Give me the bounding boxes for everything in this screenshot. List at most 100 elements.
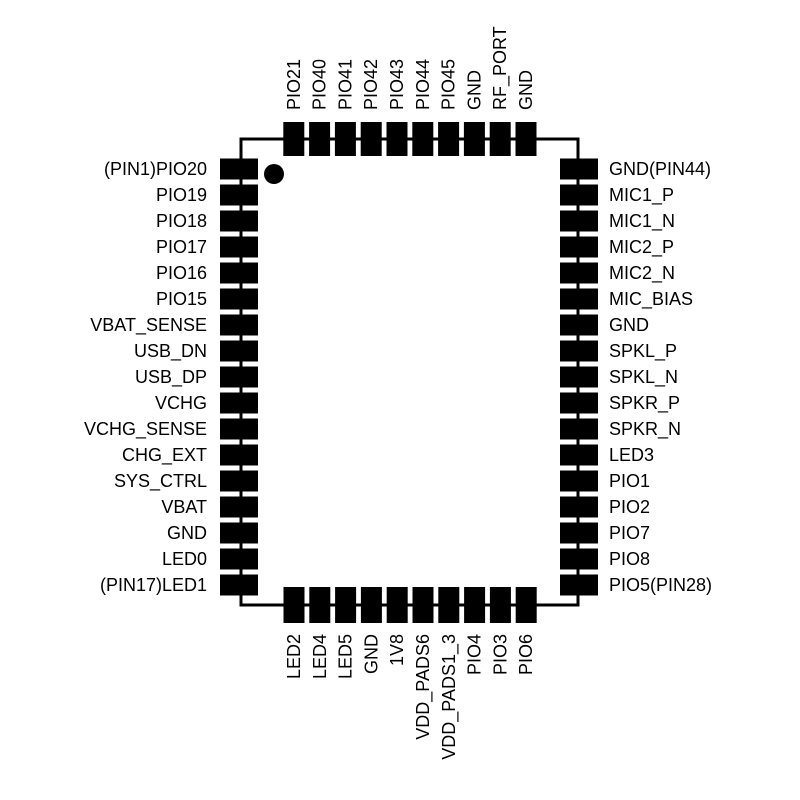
pin-label-right: MIC1_P bbox=[609, 185, 674, 206]
pin-pad-left bbox=[220, 314, 258, 336]
pin-label-right: MIC_BIAS bbox=[609, 289, 693, 310]
pin-label-left: USB_DN bbox=[134, 341, 207, 362]
pin-pad-top bbox=[463, 122, 485, 156]
pin-pad-top bbox=[438, 122, 460, 156]
pin-pad-bottom bbox=[386, 587, 408, 623]
pin-label-right: PIO5(PIN28) bbox=[609, 575, 712, 595]
pin-pad-bottom bbox=[309, 587, 331, 623]
pin-label-bottom: 1V8 bbox=[387, 634, 407, 666]
pin-pad-top bbox=[412, 122, 434, 156]
pin-label-right: PIO2 bbox=[609, 497, 650, 517]
pin-pad-top bbox=[283, 122, 305, 156]
pin-pad-left bbox=[220, 522, 258, 544]
pin-pad-right bbox=[560, 340, 598, 362]
pin1-marker-dot bbox=[264, 164, 284, 184]
pin-label-top: PIO21 bbox=[284, 59, 304, 110]
pin-label-left: VBAT_SENSE bbox=[90, 315, 207, 336]
pin-pad-right bbox=[560, 314, 598, 336]
pin-pad-right bbox=[560, 210, 598, 232]
pin-label-right: SPKR_N bbox=[609, 419, 681, 440]
pin-label-left: PIO15 bbox=[156, 289, 207, 309]
pin-pad-left bbox=[220, 444, 258, 466]
pin-label-left: SYS_CTRL bbox=[114, 471, 207, 492]
pin-label-top: RF_PORT bbox=[490, 26, 511, 110]
pin-label-left: (PIN17)LED1 bbox=[100, 575, 207, 595]
pin-label-right: GND(PIN44) bbox=[609, 159, 711, 179]
pin-label-right: SPKR_P bbox=[609, 393, 680, 414]
pin-pad-left bbox=[220, 236, 258, 258]
pin-label-left: PIO17 bbox=[156, 237, 207, 257]
pin-label-right: SPKL_N bbox=[609, 367, 678, 388]
pin-label-right: MIC2_N bbox=[609, 263, 675, 284]
pin-pad-right bbox=[560, 184, 598, 206]
pin-label-bottom: VDD_PADS1_3 bbox=[439, 634, 460, 760]
pin-pad-left bbox=[220, 262, 258, 284]
pin-label-top: GND bbox=[464, 70, 484, 110]
pin-pad-top bbox=[386, 122, 408, 156]
pin-pad-bottom bbox=[464, 587, 486, 623]
pin-label-left: CHG_EXT bbox=[122, 445, 207, 466]
left-pins: (PIN1)PIO20PIO19PIO18PIO17PIO16PIO15VBAT… bbox=[84, 158, 258, 596]
pin-pad-right bbox=[560, 158, 598, 180]
right-pins: PIO5(PIN28) PIO8 PIO7 PIO2 PIO1 LED3 SPKR_N SPK… bbox=[560, 158, 712, 596]
pin-pad-left bbox=[220, 418, 258, 440]
pin-label-left: VCHG_SENSE bbox=[84, 419, 207, 440]
pin-label-bottom: PIO6 bbox=[516, 634, 536, 675]
pin-pad-left bbox=[220, 366, 258, 388]
pin-label-right: LED3 bbox=[609, 445, 654, 465]
pin-label-left: USB_DP bbox=[135, 367, 207, 388]
pin-label-left: VBAT bbox=[161, 497, 207, 517]
pin-pad-right bbox=[560, 548, 598, 570]
pin-pad-bottom bbox=[335, 587, 357, 623]
pin-label-right: PIO8 bbox=[609, 549, 650, 569]
pin-pad-bottom bbox=[283, 587, 305, 623]
pin-label-left: LED0 bbox=[162, 549, 207, 569]
pin-pad-left bbox=[220, 470, 258, 492]
pin-pad-right bbox=[560, 496, 598, 518]
pin-label-left: GND bbox=[167, 523, 207, 543]
pin-pad-bottom bbox=[412, 587, 434, 623]
pin-pad-right bbox=[560, 288, 598, 310]
pin-pad-right bbox=[560, 262, 598, 284]
pin-label-left: PIO16 bbox=[156, 263, 207, 283]
pin-pad-bottom bbox=[489, 587, 511, 623]
pin-label-bottom: PIO3 bbox=[490, 634, 510, 675]
pin-pad-left bbox=[220, 496, 258, 518]
pin-pad-left bbox=[220, 574, 258, 596]
pin-pad-right bbox=[560, 522, 598, 544]
pin-label-right: MIC1_N bbox=[609, 211, 675, 232]
pin-pad-top bbox=[360, 122, 382, 156]
pin-pad-bottom bbox=[515, 587, 537, 623]
pin-label-top: PIO44 bbox=[413, 59, 433, 110]
pin-label-top: PIO40 bbox=[310, 59, 330, 110]
pin-label-right: SPKL_P bbox=[609, 341, 677, 362]
pin-pad-right bbox=[560, 574, 598, 596]
pin-pad-right bbox=[560, 366, 598, 388]
pin-label-right: MIC2_P bbox=[609, 237, 674, 258]
pin-label-top: PIO42 bbox=[361, 59, 381, 110]
pin-label-right: GND bbox=[609, 315, 649, 335]
pin-label-bottom: LED2 bbox=[284, 634, 304, 679]
pin-label-top: GND bbox=[516, 70, 536, 110]
pin-pad-left bbox=[220, 548, 258, 570]
pin-pad-top bbox=[334, 122, 356, 156]
pin-pad-left bbox=[220, 288, 258, 310]
pin-label-left: VCHG bbox=[155, 393, 207, 413]
pin-pad-right bbox=[560, 444, 598, 466]
pin-label-bottom: PIO4 bbox=[465, 634, 485, 675]
pin-pad-left bbox=[220, 340, 258, 362]
pin-pad-left bbox=[220, 210, 258, 232]
pin-label-top: PIO43 bbox=[387, 59, 407, 110]
pin-label-right: PIO1 bbox=[609, 471, 650, 491]
pin-pad-bottom bbox=[438, 587, 460, 623]
pin-label-left: (PIN1)PIO20 bbox=[104, 159, 207, 179]
pin-label-left: PIO18 bbox=[156, 211, 207, 231]
pin-label-right: PIO7 bbox=[609, 523, 650, 543]
pin-pad-top bbox=[309, 122, 331, 156]
pin-label-bottom: GND bbox=[361, 634, 381, 674]
pin-pad-right bbox=[560, 418, 598, 440]
pin-label-bottom: LED4 bbox=[310, 634, 330, 679]
pin-pad-right bbox=[560, 470, 598, 492]
pin-label-top: PIO45 bbox=[439, 59, 459, 110]
